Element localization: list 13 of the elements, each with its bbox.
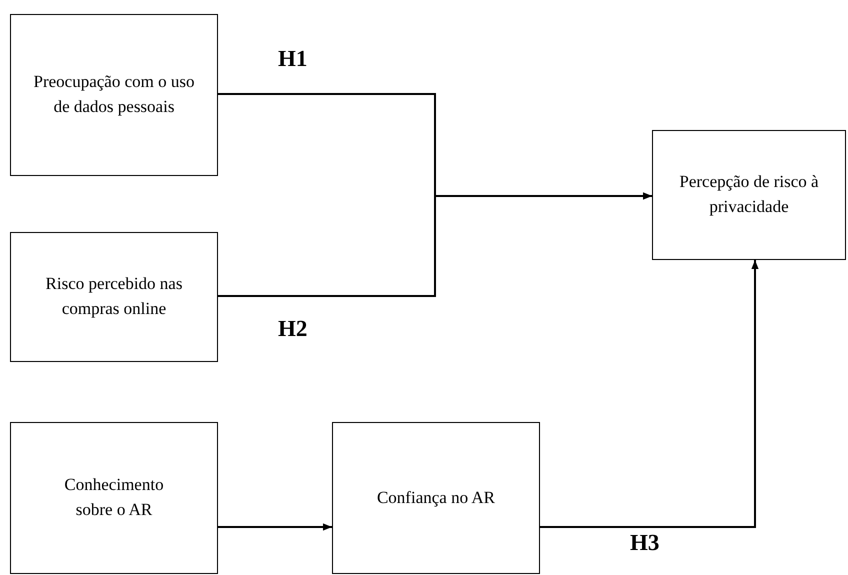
concept-box — [10, 14, 218, 176]
concept-box — [10, 232, 218, 362]
connector-arrow — [218, 523, 332, 531]
connector-arrow — [540, 260, 759, 528]
concept-label: Preocupação com o uso de dados pessoais — [32, 71, 196, 118]
connector-arrow — [218, 192, 652, 297]
concept-label: Risco percebido nas compras online — [44, 273, 184, 320]
concept-label: Confiança no AR — [376, 486, 496, 509]
concept-label: Conhecimento sobre o AR — [63, 474, 165, 521]
concept-box — [10, 422, 218, 574]
concept-box — [652, 130, 846, 260]
concept-label: Percepção de risco à privacidade — [678, 171, 820, 218]
concept-box — [332, 422, 540, 574]
